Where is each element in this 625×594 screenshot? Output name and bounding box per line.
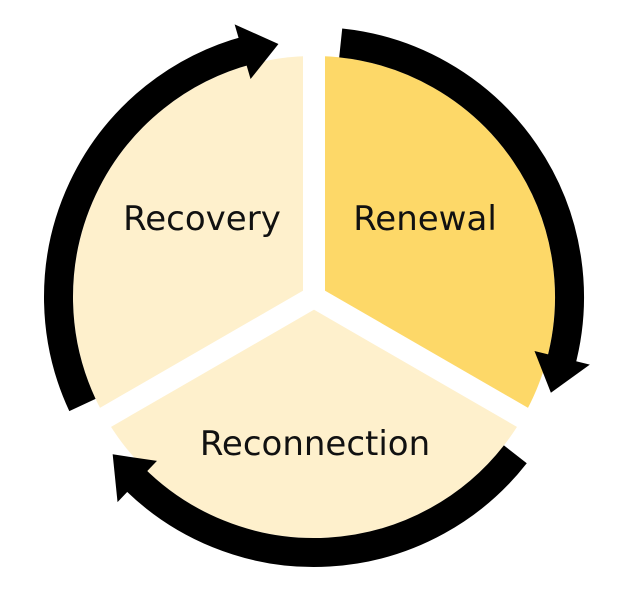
arrow-to-recovery-shaft <box>122 445 527 567</box>
arrow-to-renewal-shaft <box>44 35 253 412</box>
arrow-to-recovery-head-icon <box>112 454 157 503</box>
arrow-to-renewal-head-icon <box>234 24 279 80</box>
segment-divider <box>57 287 320 452</box>
arrow-to-reconnection-shaft <box>339 28 584 369</box>
segment-divider <box>308 287 571 452</box>
segment-label-renewal: Renewal <box>353 199 497 239</box>
arrow-to-reconnection-head-icon <box>534 351 590 393</box>
segment-label-recovery: Recovery <box>123 199 281 239</box>
segment-label-reconnection: Reconnection <box>200 424 430 464</box>
